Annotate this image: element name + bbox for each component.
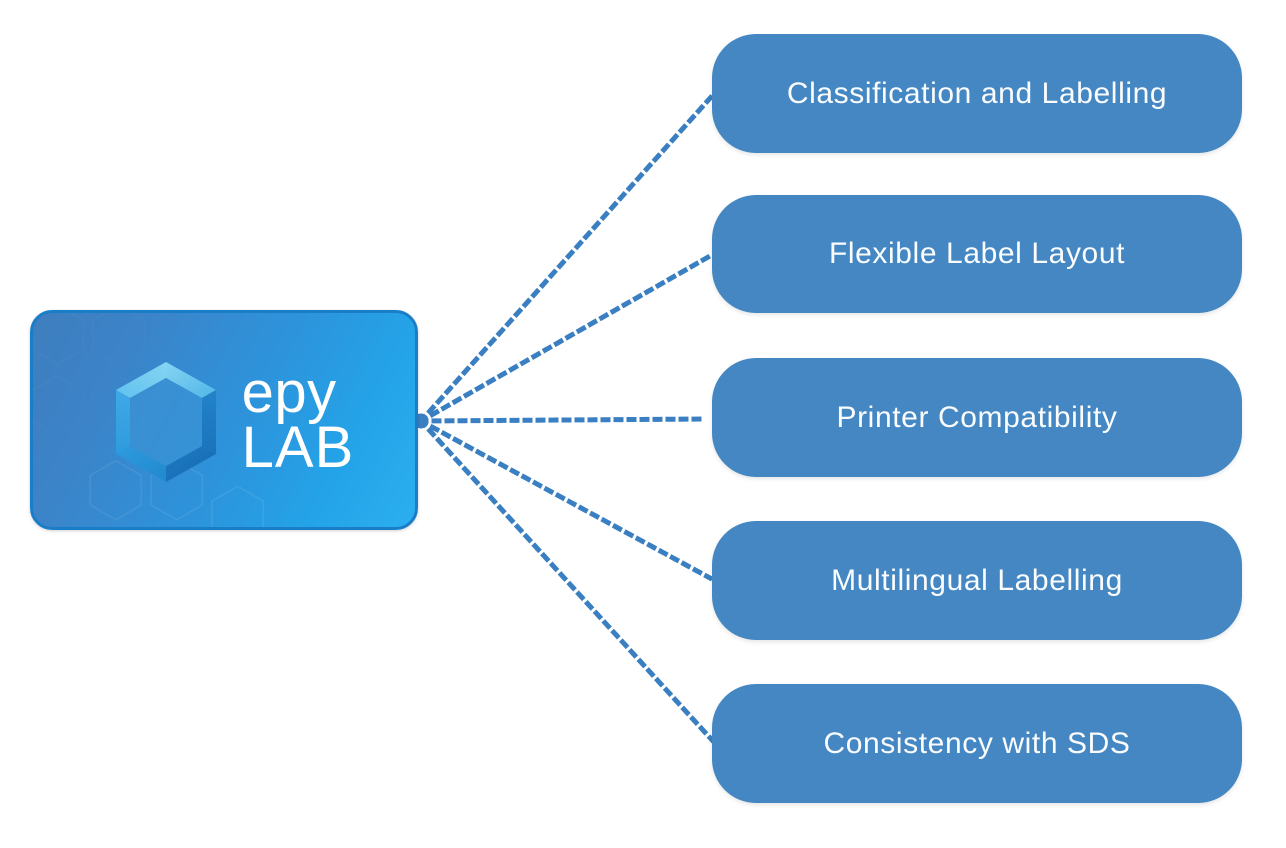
brand-card[interactable]: epy LAB [30,310,418,530]
brand-wordmark: epy LAB [241,360,355,480]
feature-pill-classification-and-labelling[interactable]: Classification and Labelling [712,34,1242,153]
feature-pill-flexible-label-layout[interactable]: Flexible Label Layout [712,195,1242,313]
brand-card-content: epy LAB [33,313,415,527]
connector-line-5 [417,417,716,744]
feature-pill-multilingual-labelling[interactable]: Multilingual Labelling [712,521,1242,640]
feature-label: Printer Compatibility [836,400,1118,434]
feature-label: Multilingual Labelling [831,563,1123,597]
connector-line-2 [417,252,714,425]
hexagon-watermark-pattern [33,313,415,527]
brand-wordmark-line2: LAB [241,415,355,480]
feature-pill-consistency-with-sds[interactable]: Consistency with SDS [712,684,1242,803]
connector-line-3 [418,416,709,424]
brand-wordmark-line1: epy [241,360,337,426]
feature-label: Flexible Label Layout [828,237,1126,270]
feature-label: Consistency with SDS [823,726,1131,760]
feature-label: Classification and Labelling [786,76,1168,110]
feature-pill-printer-compatibility[interactable]: Printer Compatibility [712,358,1242,477]
connector-line-4 [417,417,714,582]
hexagon-ring-icon [115,362,216,482]
connector-line-1 [417,92,716,425]
